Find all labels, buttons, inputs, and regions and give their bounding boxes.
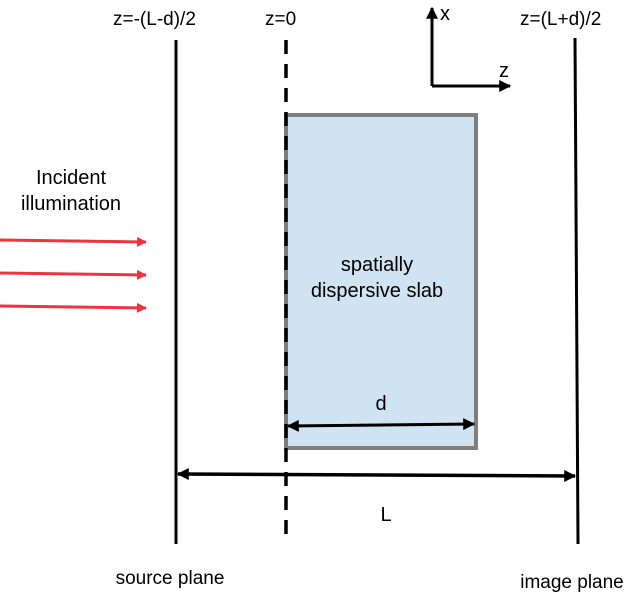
thickness-d-label: d	[375, 393, 386, 415]
incident-label-line1: Incident	[36, 167, 106, 189]
z-zero-label: z=0	[265, 9, 296, 30]
incident-ray-2	[0, 269, 147, 280]
distance-L-label: L	[380, 504, 391, 526]
incident-label-line2: illumination	[21, 193, 121, 215]
slab-label-line2: dispersive slab	[311, 280, 443, 302]
thickness-d-arrow	[286, 418, 476, 432]
source-plane-label: source plane	[116, 568, 225, 589]
z-image-label: z=(L+d)/2	[520, 9, 601, 30]
incident-ray-3	[0, 302, 147, 313]
z-source-label: z=-(L-d)/2	[113, 9, 196, 30]
x-axis-label: x	[440, 3, 450, 25]
distance-L-arrow	[176, 468, 577, 482]
slab-label-line1: spatially	[341, 254, 413, 276]
image-plane-label: image plane	[520, 572, 624, 593]
z-axis-label: z	[499, 60, 509, 82]
dispersive-slab	[284, 113, 478, 450]
incident-ray-1	[0, 236, 147, 247]
image-plane-line	[573, 37, 580, 545]
